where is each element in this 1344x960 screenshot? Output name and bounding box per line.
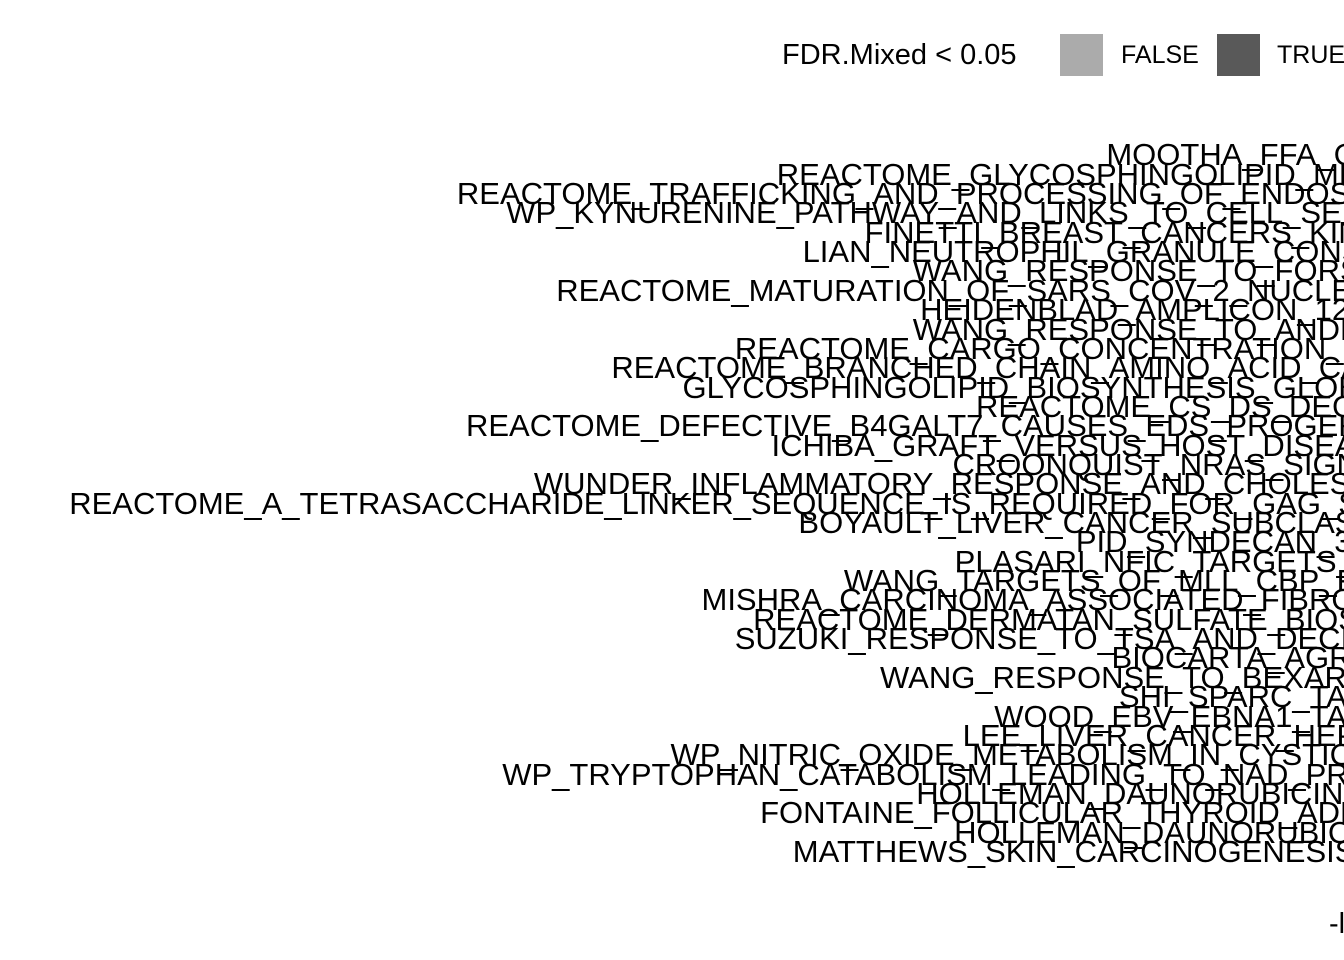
y-tick-label: REACTOME_CARGO_CONCENTRATION_IN_THE_ER: [734, 330, 1344, 366]
y-tick-label: MISHRA_CARCINOMA_ASSOCIATED_FIBROBLAST_U…: [701, 582, 1344, 618]
y-tick-label: BOYAULT_LIVER_CANCER_SUBCLASS_G56_DN: [798, 505, 1344, 540]
legend-key-false: [1060, 34, 1103, 76]
y-tick-label: REACTOME_A_TETRASACCHARIDE_LINKER_SEQUEN…: [69, 485, 1344, 521]
y-tick-label: LEE_LIVER_CANCER_HEPATOBLAST: [962, 717, 1344, 753]
y-tick-label: WANG_RESPONSE_TO_ANDROGEN_UP: [912, 311, 1344, 347]
y-tick-label: FINETTI_BREAST_CANCERS_KINOME_RED: [864, 214, 1344, 250]
y-tick-label: PID_SYNDECAN_3_PATHWAY: [1075, 524, 1344, 560]
y-tick-label: WOOD_EBV_EBNA1_TARGETS_UP: [994, 698, 1344, 734]
y-tick-label: PLASARI_NFIC_TARGETS_BASAL_UP: [954, 543, 1344, 579]
y-tick-label: MATTHEWS_SKIN_CARCINOGENESIS_VIA_TP53: [792, 833, 1344, 869]
y-tick-label: BIOCARTA_AGR_PATHWAY: [1111, 640, 1344, 676]
y-tick-label: WP_NITRIC_OXIDE_METABOLISM_IN_CYSTIC_FIB…: [670, 737, 1344, 773]
legend-label-true: TRUE: [1277, 41, 1344, 69]
y-tick-label: WANG_RESPONSE_TO_FORSKOLIN_UP: [912, 253, 1344, 289]
y-tick-label: MOOTHA_FFA_OXYDATION: [1106, 137, 1344, 173]
y-tick-label: CROONQUIST_NRAS_SIGNALING_DN: [952, 446, 1344, 482]
y-tick-label: LYSOSOME: [1342, 120, 1344, 152]
y-tick-label: GLYCOSPHINGOLIPID_BIOSYNTHESIS_GLOBO_SER…: [682, 369, 1344, 405]
plot-area: LYSOSOMEMOOTHA_FFA_OXYDATIONREACTOME_GLY…: [0, 100, 1344, 880]
y-tick-label: REACTOME_MATURATION_OF_SARS_COV_2_NUCLEO…: [556, 272, 1344, 308]
legend-label-false: FALSE: [1121, 41, 1199, 69]
y-tick-label: LIAN_NEUTROPHIL_GRANULE_CONSTITUENTS: [802, 234, 1344, 270]
y-tick-label: SUZUKI_RESPONSE_TO_TSA_AND_DECITABINE_1A: [734, 621, 1344, 657]
y-tick-label: HEIDENBLAD_AMPLICON_12P11_12_UP: [920, 292, 1344, 328]
y-tick-label: FONTAINE_FOLLICULAR_THYROID_ADENOMA_UP: [760, 795, 1344, 831]
y-tick-label: WUNDER_INFLAMMATORY_RESPONSE_AND_CHOLEST…: [533, 466, 1344, 502]
y-tick-label: WANG_TARGETS_OF_MLL_CBP_FUSION_UP: [843, 563, 1344, 599]
legend-title: FDR.Mixed < 0.05: [782, 39, 1017, 71]
y-tick-label: WP_KYNURENINE_PATHWAY_AND_LINKS_TO_CELL_…: [506, 195, 1344, 231]
y-tick-label: HOLLEMAN_DAUNORUBICIN_B_ALL_UP: [916, 775, 1344, 811]
y-tick-label: REACTOME_CS_DS_DEGRADATION: [975, 388, 1344, 424]
y-tick-label: WP_TRYPTOPHAN_CATABOLISM_LEADING_TO_NAD_…: [502, 756, 1344, 792]
y-tick-label: REACTOME_DEFECTIVE_B4GALT7_CAUSES_EDS_PR…: [465, 408, 1344, 444]
y-tick-label: WANG_RESPONSE_TO_BEXAROTENE_UP: [880, 659, 1344, 695]
x-axis-title: -l: [1329, 908, 1344, 940]
legend: FDR.Mixed < 0.05 FALSE TRUE: [782, 34, 1344, 76]
legend-key-true: [1217, 34, 1260, 76]
y-tick-label: HOLLEMAN_DAUNORUBICIN_ALL_UP: [954, 814, 1344, 850]
y-tick-label: REACTOME_DERMATAN_SULFATE_BIOSYNTHESIS: [753, 601, 1344, 637]
y-tick-label: REACTOME_TRAFFICKING_AND_PROCESSING_OF_E…: [456, 176, 1344, 212]
y-tick-label: SHI_SPARC_TARGETS_UP: [1118, 679, 1344, 715]
y-tick-label: REACTOME_GLYCOSPHINGOLIPID_METABOLISM: [776, 156, 1344, 192]
y-tick-label: REACTOME_BRANCHED_CHAIN_AMINO_ACID_CATAB…: [611, 350, 1344, 386]
y-tick-label: ICHIBA_GRAFT_VERSUS_HOST_DISEASE_D7_UP: [771, 427, 1344, 463]
